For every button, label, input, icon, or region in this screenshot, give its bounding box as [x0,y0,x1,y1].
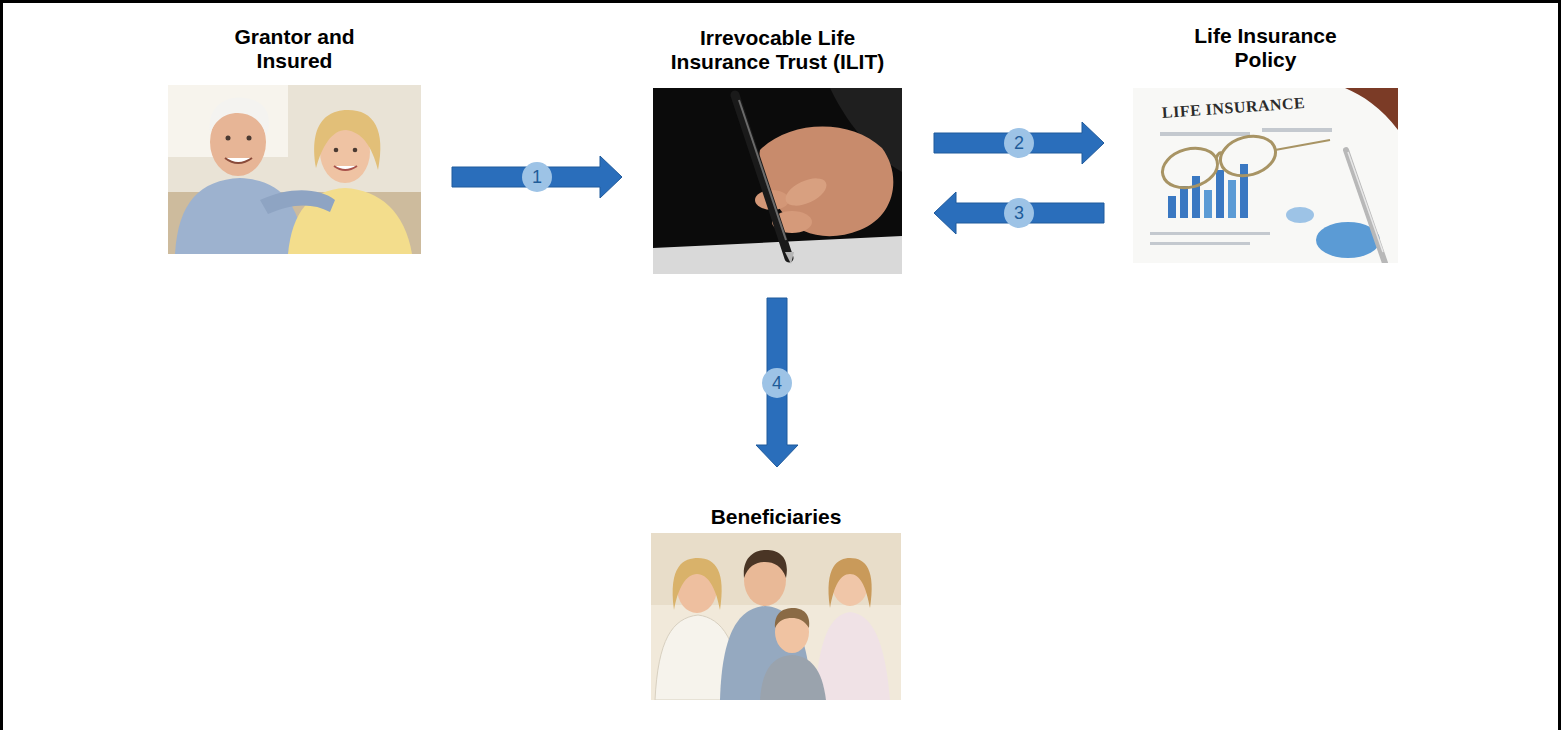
signing-photo [653,88,902,274]
node-heading: Grantor and Insured [210,25,380,73]
chart-bar [1216,170,1224,218]
picture-node: Beneficiaries [651,505,901,700]
pen-highlight [739,100,786,240]
glasses-bridge [1216,153,1222,158]
text-line [1262,128,1332,132]
node-heading: Beneficiaries [651,505,901,529]
text-line [1150,242,1250,245]
glasses-lens [1216,130,1280,181]
pen [1346,150,1385,263]
photo-background [651,533,901,700]
boy-shirt [760,655,826,700]
block-arrow [756,298,798,467]
paper [653,236,902,274]
block-arrow [452,156,622,198]
chart-bar [1192,176,1200,218]
glasses-lens [1158,142,1222,193]
callout-number: 1 [522,162,552,192]
callout-number: 4 [762,368,792,398]
picture-node: Life Insurance Policy [1133,24,1398,263]
document [1133,88,1398,263]
photo-background [168,85,421,254]
policy-photo [1133,88,1398,263]
picture-node: Irrevocable Life Insurance Trust (ILIT) [653,26,902,274]
family-photo [651,533,901,700]
desk-corner [1345,88,1398,130]
chart-bar [1168,196,1176,218]
thumb [781,173,830,212]
man-smile [225,158,252,163]
woman-hair [314,110,380,170]
girl-hair [829,558,872,608]
man-shirt [175,178,305,254]
callout-number: 3 [1004,198,1034,228]
text-line [1150,232,1270,235]
picture-node: Grantor and Insured [168,25,421,254]
woman-eye [353,148,358,153]
woman-eye [334,148,339,153]
pen-nib [785,252,794,264]
man-eye [226,136,231,141]
man-arm [260,190,335,214]
pen-highlight [1348,152,1383,252]
block-arrow [934,192,1104,234]
couple-photo [168,85,421,254]
chart-bar [1240,164,1248,218]
map-shape [1286,207,1314,223]
photo-background [1133,88,1398,263]
chart-bar [1228,180,1236,218]
man-hair [210,97,269,136]
photo-background [653,88,902,274]
man-hair [744,550,787,578]
glasses-arm [1275,140,1330,150]
sofa [651,605,901,700]
text-line [1160,132,1250,136]
pen [735,95,789,258]
girl-top [815,612,890,700]
block-arrow [934,122,1104,164]
node-heading: Life Insurance Policy [1178,24,1353,72]
chart-bar [1180,186,1188,218]
chart-bar [1204,190,1212,218]
woman-smile [334,166,357,170]
man-eye [247,136,252,141]
callout-number: 2 [1004,128,1034,158]
boy-hair [775,608,809,628]
woman-hair [673,558,722,610]
node-heading: Irrevocable Life Insurance Trust (ILIT) [653,26,902,74]
